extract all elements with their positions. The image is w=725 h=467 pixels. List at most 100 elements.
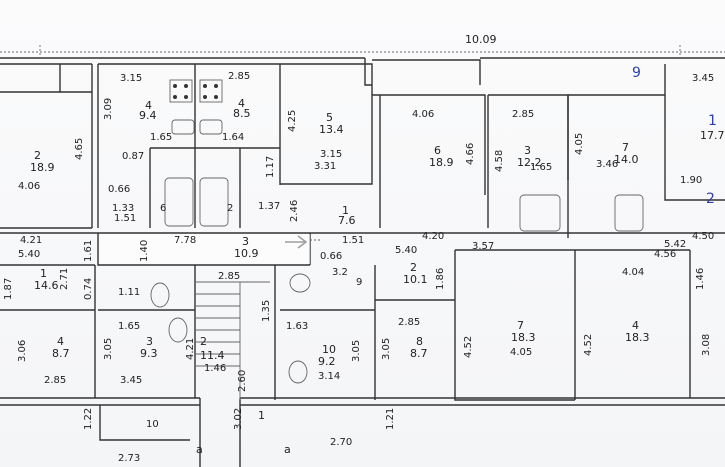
room-10-name: 10: [322, 343, 336, 356]
room-3b-name: 3: [146, 335, 153, 348]
room-1b-width: 3.31: [314, 161, 337, 172]
room-2c-height: 1.86: [435, 267, 446, 290]
hall-name: 3: [242, 235, 249, 248]
room-4l-width: 2.85: [44, 375, 67, 386]
dim-bot6: 1.21: [385, 407, 396, 430]
room-4r-width: 4.04: [622, 267, 645, 278]
wall-entry: [99, 398, 241, 467]
wall-bottom: [0, 397, 725, 406]
wall-room-6: [372, 94, 486, 228]
wall-room-5: [280, 63, 373, 185]
room-3a-width: 2.85: [512, 109, 535, 120]
room-2c-area: 10.1: [403, 273, 428, 286]
room-4b-name: 4: [238, 97, 245, 110]
room-1r-area: 17.7: [700, 129, 725, 142]
room-2-height: 4.65: [74, 137, 85, 160]
room-7b-width: 4.05: [510, 347, 533, 358]
room-4a-height: 3.09: [103, 97, 114, 120]
room-3b-top: 1.11: [118, 287, 141, 298]
room-2-area: 18.9: [30, 161, 55, 174]
wall-block-4a: [98, 63, 281, 228]
room-6-area: 18.9: [429, 156, 454, 169]
room-1l-area: 14.6: [34, 279, 59, 292]
hall-height: 1.40: [139, 239, 150, 262]
room-7a-name: 7: [622, 141, 629, 154]
hall-highlight: [100, 234, 310, 264]
room-3b-bottom: 3.45: [120, 375, 143, 386]
bathtub-1: [164, 177, 194, 227]
room-1r-name: 1: [708, 113, 717, 129]
dim-bot5: 3.02: [233, 407, 244, 430]
sink-1: [171, 119, 195, 135]
toilet-4: [168, 317, 188, 343]
dim-c6: 3.57: [472, 241, 495, 252]
toilet-1: [150, 282, 170, 308]
room-4l-height: 3.06: [17, 339, 28, 362]
room-8-height: 3.05: [381, 337, 392, 360]
dim-b9: 2.46: [289, 199, 300, 222]
wall-top: [0, 57, 725, 86]
dim-b3: 1.33: [112, 203, 135, 214]
wall-room-7a: [567, 64, 725, 238]
room-2r-name: 2: [706, 191, 715, 207]
dim-c5: 4.20: [422, 231, 445, 242]
dim-top-r: 3.45: [692, 73, 715, 84]
dim-top-b: 2.85: [228, 71, 251, 82]
room-4r-name: 4: [632, 319, 639, 332]
bathtub-3: [519, 194, 561, 232]
room-4l-area: 8.7: [52, 347, 70, 360]
room-7b-height: 4.52: [463, 335, 474, 358]
hall-width: 7.78: [174, 235, 197, 246]
room-10-bottom: 3.14: [318, 371, 341, 382]
room-7b-area: 18.3: [511, 331, 536, 344]
stair-height: 1.35: [261, 299, 272, 322]
room-1l-width: 4.21: [20, 235, 43, 246]
room-5-area: 13.4: [319, 123, 344, 136]
room-1r-bottom: 1.90: [680, 175, 703, 186]
dim-c2: 1.51: [342, 235, 365, 246]
room-6-width: 4.06: [412, 109, 435, 120]
room-3a-bottom: 1.65: [530, 162, 553, 173]
room-3b-width: 1.65: [118, 321, 141, 332]
stair-width: 2.85: [218, 271, 241, 282]
room-1l-height: 2.71: [59, 267, 70, 290]
stove-1: [169, 79, 193, 103]
room-10-area: 9.2: [318, 355, 336, 368]
room-2-width: 4.06: [18, 181, 41, 192]
room-10-height: 3.05: [351, 339, 362, 362]
wall-lower: [0, 249, 690, 311]
room-1b-name: 1: [342, 204, 349, 217]
dim-b7: 1.37: [258, 201, 281, 212]
room-4r-area: 18.3: [625, 331, 650, 344]
bathtub-4: [614, 194, 644, 232]
toilet-2: [289, 273, 311, 293]
dim-b1: 0.87: [122, 151, 145, 162]
room-2-name: 2: [34, 149, 41, 162]
toilet-3: [288, 360, 308, 384]
stair-flight: [195, 281, 270, 400]
room-4a-area: 9.4: [139, 109, 157, 122]
dim-c4: 5.40: [395, 245, 418, 256]
dim-bot4: 2.70: [330, 437, 353, 448]
room-6-name: 6: [434, 144, 441, 157]
stair-area: 11.4: [200, 349, 225, 362]
bathtub-2: [199, 177, 229, 227]
room-5-name: 5: [326, 111, 333, 124]
dim-rr4: 1.46: [695, 267, 706, 290]
room-3a-name: 3: [524, 144, 531, 157]
stove-2: [199, 79, 223, 103]
room-7a-width: 3.46: [596, 159, 619, 170]
hall-area: 10.9: [234, 247, 259, 260]
room-3b-height: 3.05: [103, 337, 114, 360]
wall-left-room-2: [0, 64, 92, 229]
dim-rr2: 5.42: [664, 239, 687, 250]
room-2c-name: 2: [410, 261, 417, 274]
room-4l-name: 4: [57, 335, 64, 348]
room-8-name: 8: [416, 335, 423, 348]
room-4a-name: 4: [145, 99, 152, 112]
room-5-height: 4.25: [287, 109, 298, 132]
room-7b-name: 7: [517, 319, 524, 332]
dim-rr1: 4.50: [692, 231, 715, 242]
